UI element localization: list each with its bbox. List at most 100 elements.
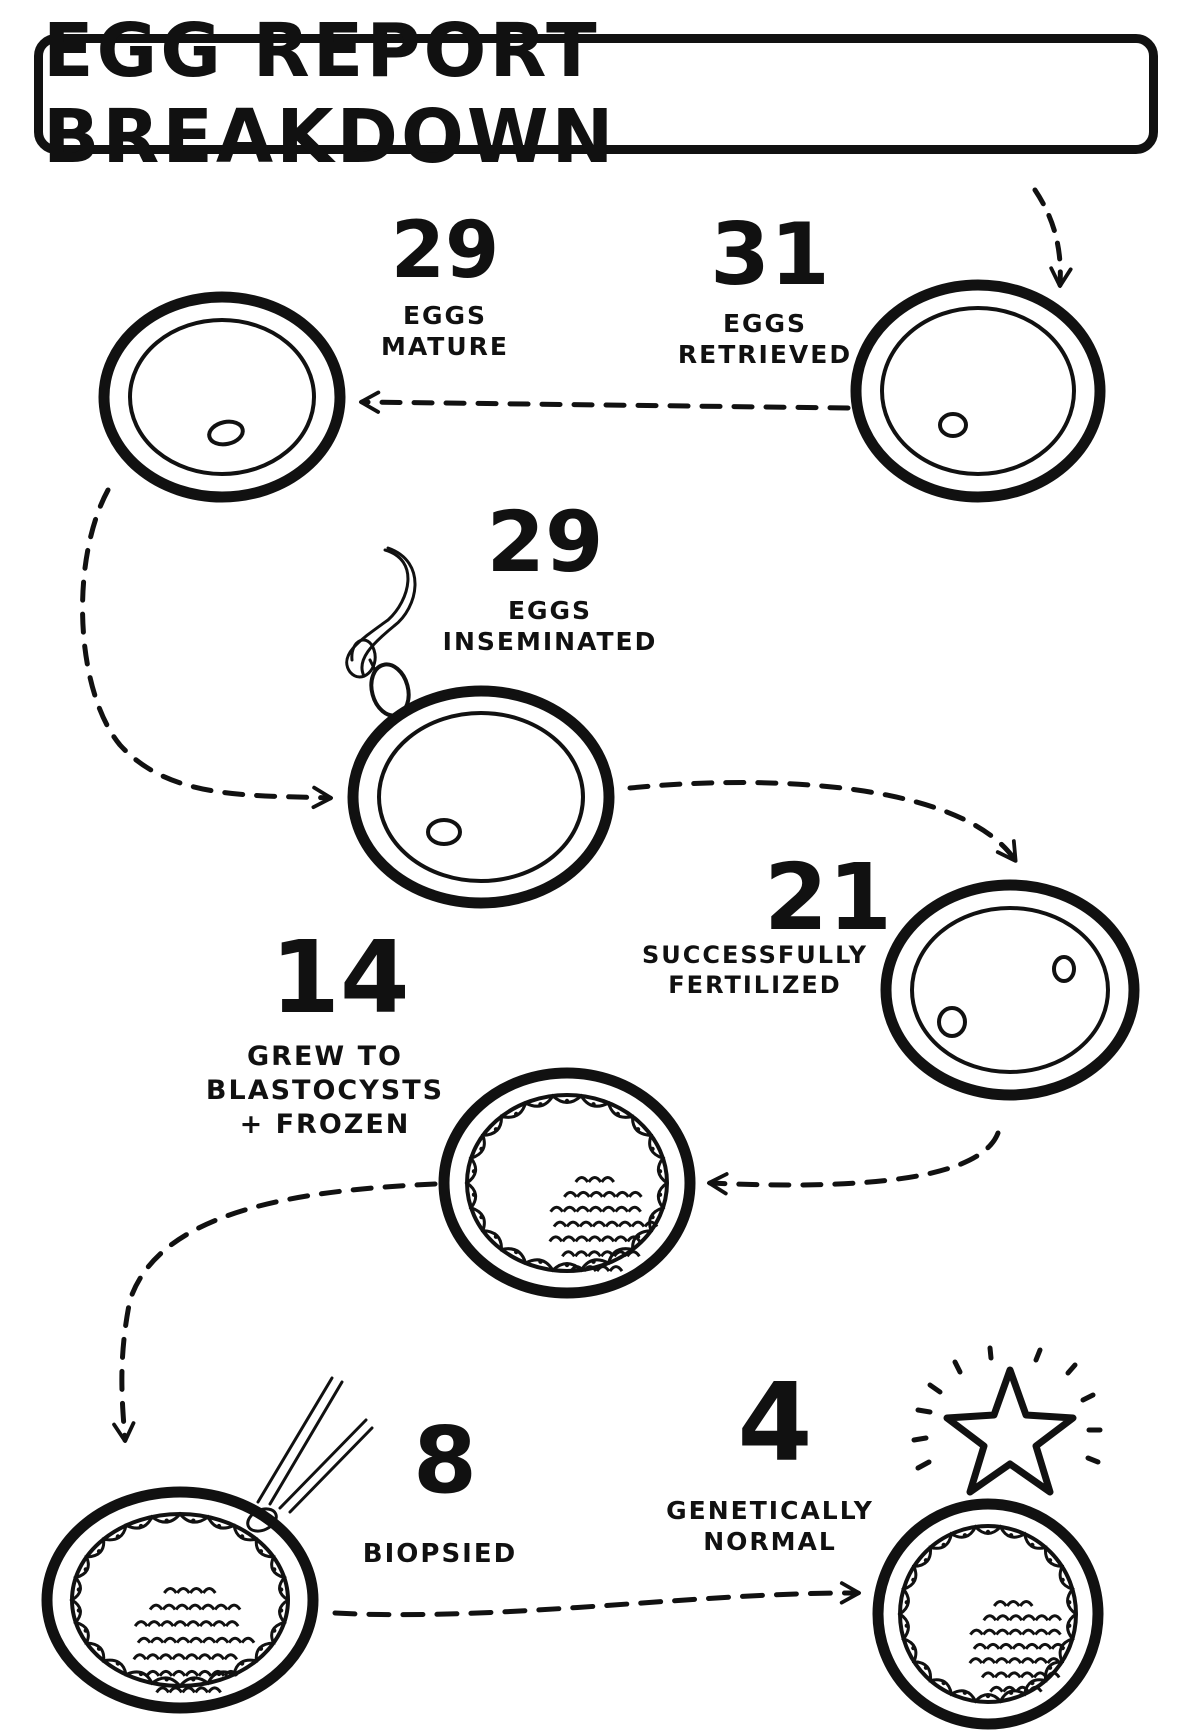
label-blastocysts: GREW TO BLASTOCYSTS + FROZEN — [200, 1040, 450, 1141]
biopsied-blastocyst-icm-cell — [214, 1636, 230, 1644]
arrow-retrieved-to-mature — [359, 390, 851, 414]
normal-blastocyst-icm-cell — [1011, 1642, 1027, 1650]
blastocyst-icm-cell — [552, 1220, 568, 1228]
egg-inseminated-icon — [347, 685, 615, 909]
biopsied-blastocyst-icm-cell — [223, 1653, 239, 1661]
biopsied-blastocyst-icm-cell — [194, 1686, 209, 1694]
count-mature: 29 — [390, 206, 500, 296]
count-inseminated: 29 — [486, 493, 604, 591]
blastocyst-icm-cell — [574, 1250, 589, 1258]
biopsied-blastocyst-icm-cell — [181, 1686, 196, 1694]
blastocyst-icm-cell — [569, 1265, 585, 1273]
biopsied-blastocyst-icm-cell — [223, 1669, 239, 1677]
biopsied-blastocyst-icm-cell — [240, 1636, 256, 1644]
normal-blastocyst-icm-cell — [1002, 1685, 1017, 1693]
blastocyst-icm-cell — [589, 1190, 604, 1198]
biopsied-blastocyst-icm-cell — [162, 1636, 178, 1644]
biopsied-blastocyst-icm-cell — [168, 1686, 183, 1694]
label-mature-line2: MATURE — [381, 332, 509, 362]
biopsied-blastocyst-icm-cell — [158, 1653, 174, 1661]
normal-blastocyst-icm-cell — [1020, 1657, 1036, 1665]
blastocyst-icm-cell — [617, 1220, 633, 1228]
normal-blastocyst-icm-cell — [1032, 1671, 1048, 1679]
label-mature-line1: EGGS — [402, 301, 488, 330]
normal-blastocyst-icm-cell — [995, 1628, 1010, 1636]
blastocyst-icm-cell — [587, 1250, 602, 1258]
normal-blastocyst-icm-cell — [972, 1642, 988, 1650]
label-retrieved-line1: EGGS — [722, 309, 808, 338]
blastocyst-icm-cell — [626, 1235, 642, 1243]
title-box: EGG REPORT BREAKDOWN — [34, 8, 1158, 180]
normal-blastocyst-icm-cell — [1019, 1671, 1035, 1679]
blastocyst-icm-cell — [630, 1220, 646, 1228]
biopsied-blastocyst-icm-cell — [163, 1587, 178, 1594]
biopsied-blastocyst-icm-cell — [224, 1620, 240, 1628]
biopsied-blastocyst-icm-cell — [159, 1620, 175, 1628]
biopsy-pipette-icon — [246, 1376, 374, 1533]
blastocyst-icm-cell — [602, 1190, 617, 1198]
biopsied-blastocyst-icm-cell — [155, 1686, 170, 1694]
blastocyst-icm-cell — [608, 1265, 624, 1273]
blastocyst-icm-cell — [600, 1235, 616, 1243]
blastocyst-icm-cell — [591, 1220, 607, 1228]
biopsied-blastocyst-icm-cell — [161, 1603, 177, 1611]
label-normal-line1: GENETICALLY — [666, 1496, 874, 1525]
biopsied-blastocyst-icm-cell — [184, 1653, 200, 1661]
count-blastocysts: 14 — [270, 919, 410, 1036]
biopsied-blastocyst-icm-cell — [176, 1587, 191, 1594]
normal-blastocyst-icm-cell — [982, 1628, 997, 1636]
sperm-icon — [345, 546, 417, 718]
blastocyst-icm-cell — [561, 1235, 577, 1243]
blastocyst-icm-cell — [563, 1190, 578, 1198]
blastocyst-icm-cell — [614, 1205, 629, 1213]
blastocyst-icm-cell — [588, 1205, 603, 1213]
blastocyst-icm-cell — [561, 1250, 576, 1258]
egg-retrieved-icon — [850, 279, 1106, 503]
biopsied-blastocyst-rim — [69, 1511, 289, 1689]
biopsied-blastocyst-icm-cell — [210, 1653, 226, 1661]
normal-blastocyst-icm-cell — [993, 1600, 1008, 1607]
normal-blastocyst-icm-cell — [1006, 1600, 1021, 1607]
star-icon — [943, 1366, 1077, 1496]
biopsied-blastocyst-icm-cell — [226, 1603, 242, 1611]
biopsied-blastocyst-icm-cell — [213, 1603, 229, 1611]
biopsied-blastocyst-icm-cell — [202, 1587, 217, 1594]
label-fertilized-line2: FERTILIZED — [668, 971, 842, 999]
blastocyst-icm-cell — [613, 1250, 628, 1258]
label-blastocysts-line1: GREW TO — [247, 1041, 403, 1072]
normal-blastocyst-icm-cell — [1024, 1642, 1040, 1650]
biopsied-blastocyst-icm-cell — [171, 1653, 187, 1661]
label-normal: GENETICALLY NORMAL — [655, 1495, 885, 1558]
diagram-title: EGG REPORT BREAKDOWN — [43, 8, 617, 180]
biopsied-blastocyst-icm-cell — [132, 1653, 148, 1661]
egg-mature-icon — [98, 291, 346, 503]
biopsied-blastocyst-icm-cell — [145, 1653, 161, 1661]
normal-blastocyst-rim — [897, 1524, 1077, 1704]
biopsied-blastocyst-icm-cell — [201, 1636, 217, 1644]
biopsied-blastocyst-icm-cell — [184, 1669, 200, 1677]
normal-blastocyst-icm-cell — [1007, 1657, 1023, 1665]
normal-blastocyst-icm-cell — [994, 1657, 1010, 1665]
blastocyst-icm-cell — [628, 1190, 643, 1198]
normal-blastocyst-icm-cell — [1034, 1628, 1049, 1636]
biopsied-blastocyst-icm-cell — [148, 1603, 164, 1611]
blastocyst-icm-cell — [575, 1205, 590, 1213]
biopsied-blastocyst-icm-cell — [200, 1603, 216, 1611]
biopsied-blastocyst-icm-cell — [136, 1636, 152, 1644]
blastocyst-icm-cell — [643, 1220, 659, 1228]
normal-blastocyst-icm-cell — [989, 1685, 1004, 1693]
normal-blastocyst-icm-cell — [995, 1614, 1011, 1622]
normal-blastocyst-icm-cell — [1015, 1685, 1030, 1693]
biopsied-blastocyst-icm-cell — [227, 1636, 243, 1644]
label-mature: EGGS MATURE — [360, 300, 530, 363]
arrow-inseminated-to-fertilized — [627, 780, 1018, 863]
biopsied-blastocyst-icm-cell — [149, 1636, 165, 1644]
blastocyst-icm-cell — [549, 1205, 564, 1213]
biopsied-blastocyst-icm-cell — [187, 1603, 203, 1611]
normal-blastocyst-icm-cell — [1021, 1614, 1037, 1622]
blastocyst-icm-cell — [562, 1205, 577, 1213]
label-retrieved: EGGS RETRIEVED — [665, 308, 865, 371]
biopsied-blastocyst-icon — [41, 1486, 319, 1714]
blastocyst-icm-cell — [627, 1205, 642, 1213]
